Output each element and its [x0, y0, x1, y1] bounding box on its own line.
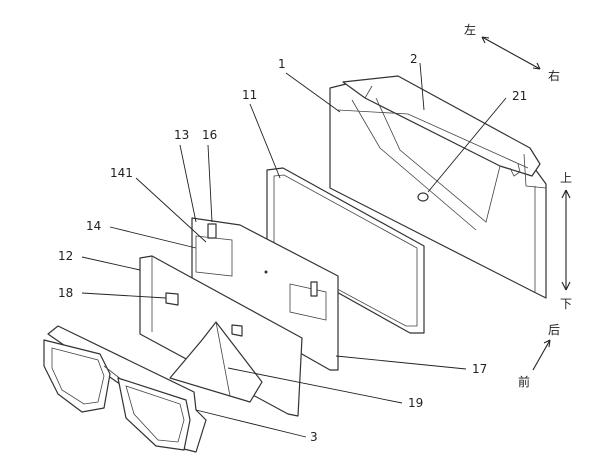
label-3: 3: [310, 430, 318, 444]
part-18-clip: [165, 292, 179, 306]
label-13: 13: [174, 128, 189, 142]
label-14: 14: [86, 219, 101, 233]
label-21: 21: [512, 89, 527, 103]
part-16-connector: [207, 223, 217, 239]
direction-back-label: 后: [548, 323, 560, 337]
direction-front-label: 前: [518, 374, 530, 389]
label-1: 1: [278, 57, 286, 71]
direction-up-label: 上: [560, 171, 572, 185]
direction-indicators: [481, 36, 571, 371]
part-labels: 1 2 21 11 13 16 141 14 12 18 17 19 3: [58, 52, 527, 444]
direction-right-label: 右: [548, 68, 560, 83]
label-12: 12: [58, 249, 73, 263]
direction-labels: 左 右 上 下 后 前: [464, 22, 572, 389]
glasses: [43, 325, 207, 453]
label-16: 16: [202, 128, 217, 142]
label-18: 18: [58, 286, 73, 300]
rear-housing: [329, 75, 547, 299]
leader-lines: [81, 62, 507, 438]
label-11: 11: [242, 88, 257, 102]
part-21-hole: [417, 192, 429, 202]
label-19: 19: [408, 396, 423, 410]
prism-piece: [169, 321, 263, 403]
direction-down-label: 下: [560, 297, 572, 311]
label-141: 141: [110, 166, 133, 180]
label-17: 17: [472, 362, 487, 376]
label-2: 2: [410, 52, 418, 66]
direction-left-label: 左: [464, 22, 476, 37]
